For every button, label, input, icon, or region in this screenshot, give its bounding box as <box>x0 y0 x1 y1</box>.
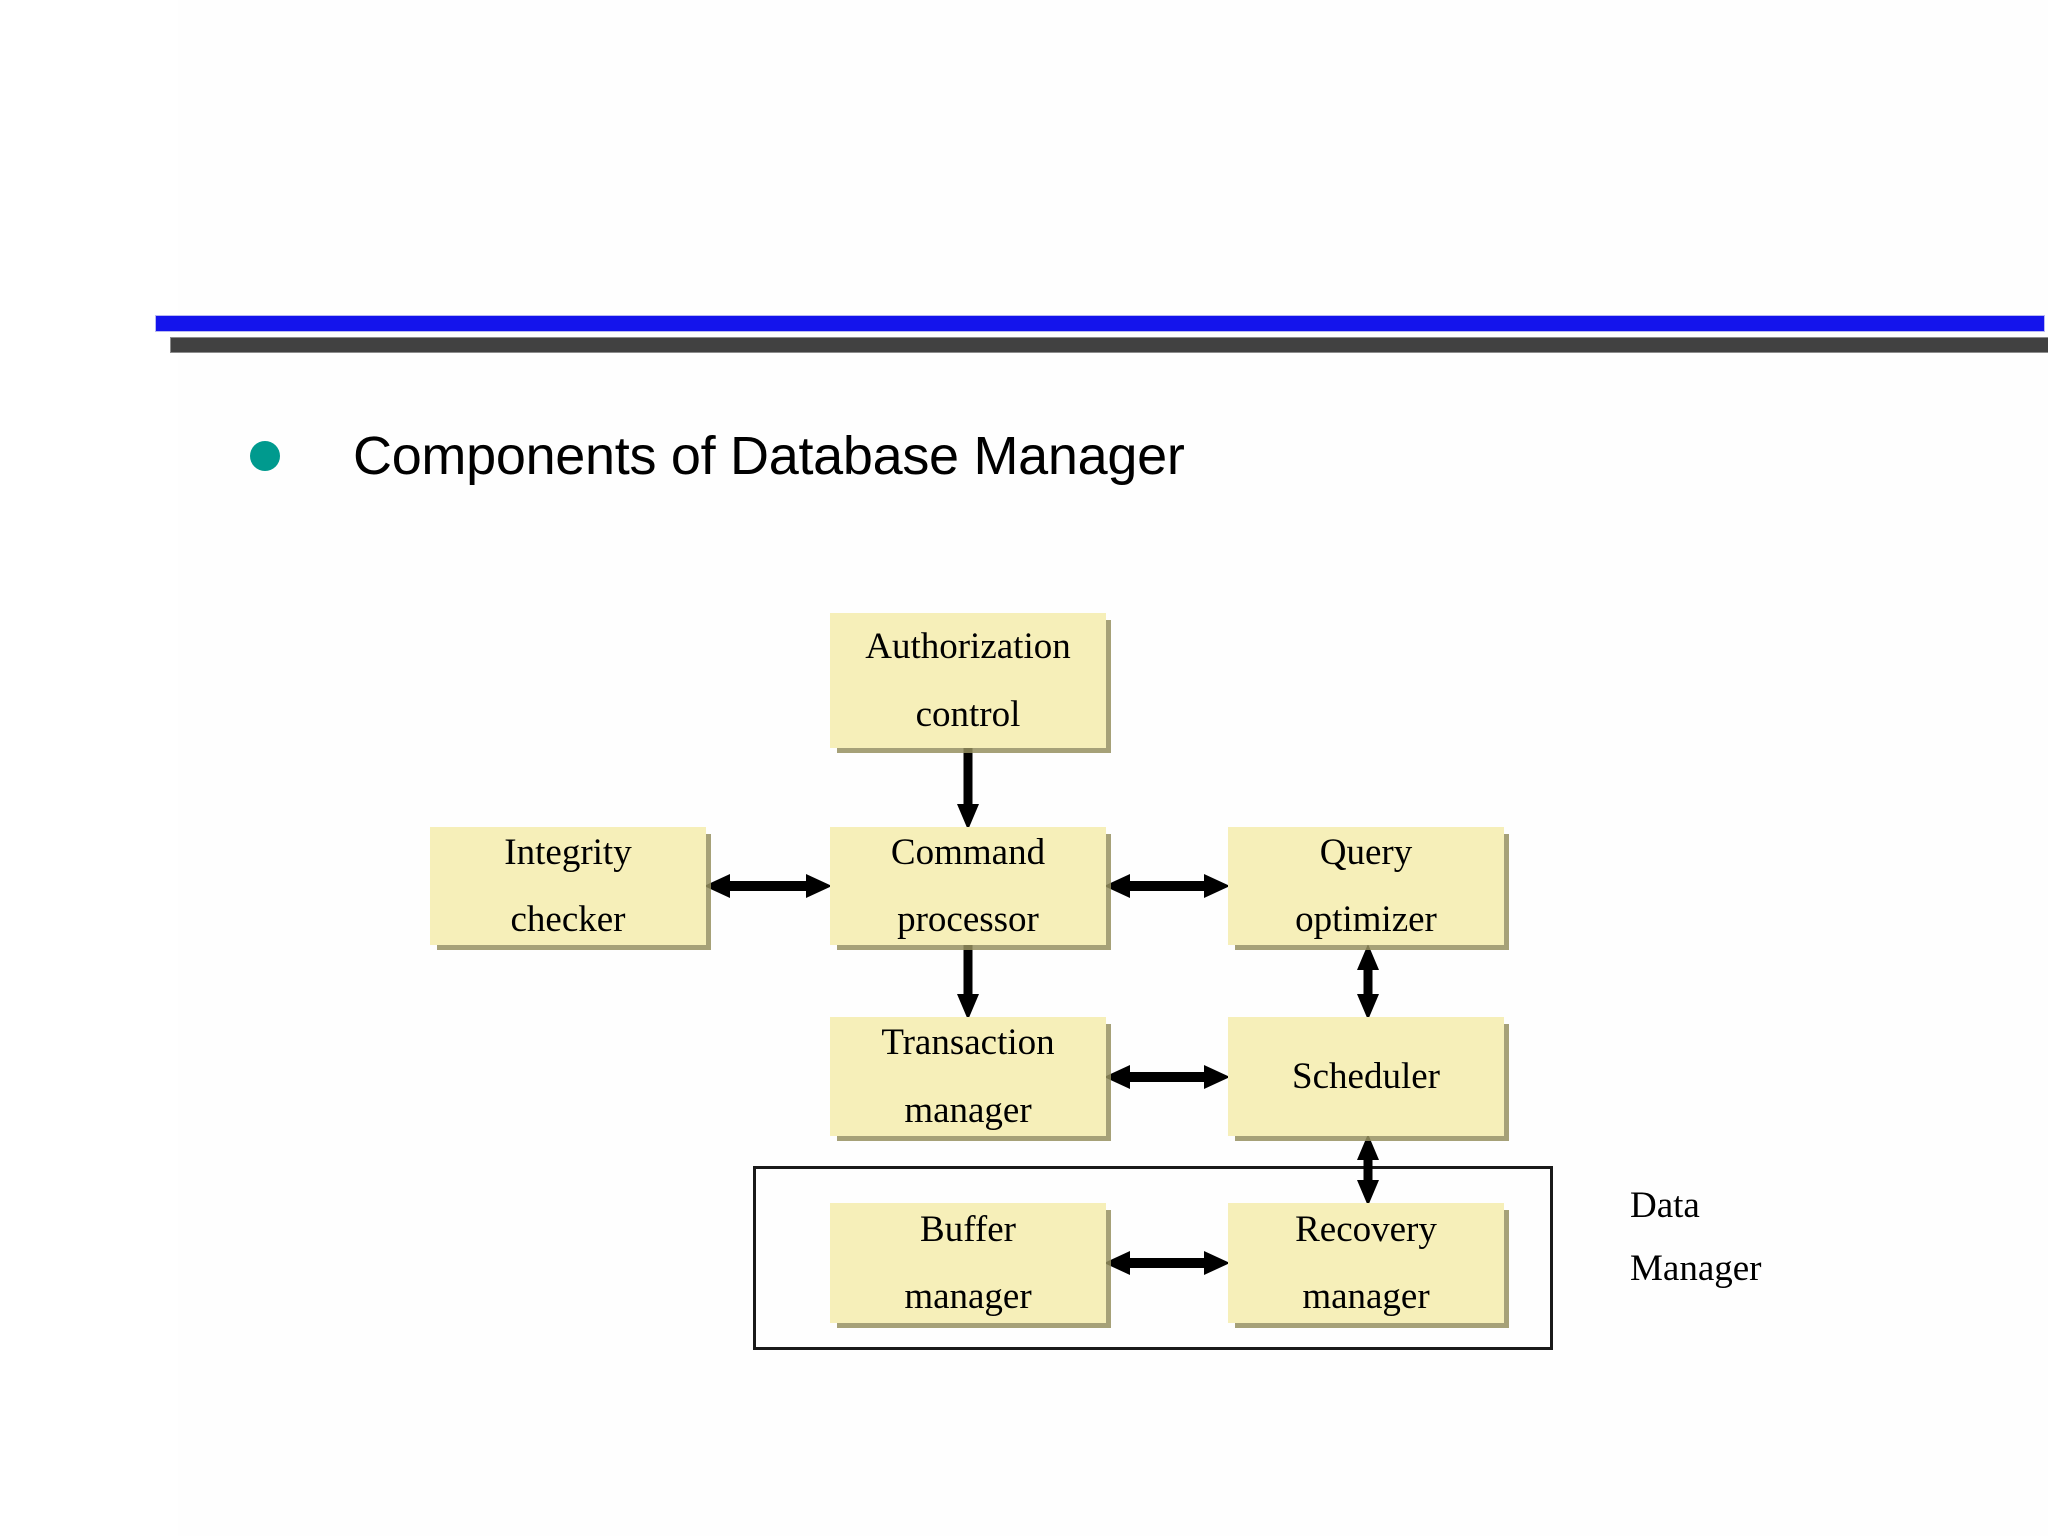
data-manager-label: Data Manager <box>1630 1182 1762 1294</box>
connector-command-to-query <box>1104 872 1230 900</box>
node-command-processor-line1: Command <box>890 831 1046 873</box>
node-authorization-control-line2: control <box>915 693 1021 735</box>
node-buffer-manager-line1: Buffer <box>920 1208 1016 1250</box>
header-shadow-rule <box>170 337 2048 353</box>
data-manager-label-line1: Data <box>1630 1185 1700 1226</box>
node-transaction-manager[interactable]: Transaction manager <box>830 1017 1106 1136</box>
node-recovery-manager-line2: manager <box>1302 1276 1430 1317</box>
bullet-icon <box>250 441 280 471</box>
connector-integrity-to-command <box>704 872 832 900</box>
node-transaction-manager-line2: manager <box>904 1089 1032 1131</box>
data-manager-label-line2: Manager <box>1630 1247 1762 1289</box>
node-recovery-manager[interactable]: Recovery manager <box>1228 1203 1504 1323</box>
slide-content-area <box>178 0 2048 1536</box>
node-integrity-checker-line1: Integrity <box>504 831 632 873</box>
page-title: Components of Database Manager <box>353 426 1185 486</box>
node-scheduler[interactable]: Scheduler <box>1228 1017 1504 1136</box>
node-integrity-checker[interactable]: Integrity checker <box>430 827 706 945</box>
data-manager-enclosure <box>753 1166 1553 1350</box>
connector-query-to-scheduler <box>1354 944 1382 1020</box>
node-integrity-checker-line2: checker <box>510 899 626 940</box>
connector-authorization-to-command <box>956 746 980 830</box>
node-buffer-manager-line2: manager <box>904 1276 1032 1317</box>
connector-command-to-transaction <box>956 944 980 1020</box>
node-transaction-manager-line1: Transaction <box>881 1022 1055 1064</box>
connector-transaction-to-scheduler <box>1104 1063 1230 1091</box>
node-query-optimizer[interactable]: Query optimizer <box>1228 827 1504 945</box>
connector-scheduler-to-recovery <box>1354 1134 1382 1206</box>
node-scheduler-line1: Scheduler <box>1292 1055 1440 1097</box>
node-authorization-control-line1: Authorization <box>865 626 1071 668</box>
node-authorization-control[interactable]: Authorization control <box>830 613 1106 748</box>
header-blue-rule <box>155 315 2045 332</box>
node-buffer-manager[interactable]: Buffer manager <box>830 1203 1106 1323</box>
connector-buffer-to-recovery <box>1104 1249 1230 1277</box>
node-query-optimizer-line2: optimizer <box>1295 899 1437 940</box>
slide-title-row: Components of Database Manager <box>250 425 1185 487</box>
node-query-optimizer-line1: Query <box>1319 831 1413 873</box>
node-command-processor[interactable]: Command processor <box>830 827 1106 945</box>
node-recovery-manager-line1: Recovery <box>1295 1208 1437 1250</box>
node-command-processor-line2: processor <box>897 899 1039 940</box>
